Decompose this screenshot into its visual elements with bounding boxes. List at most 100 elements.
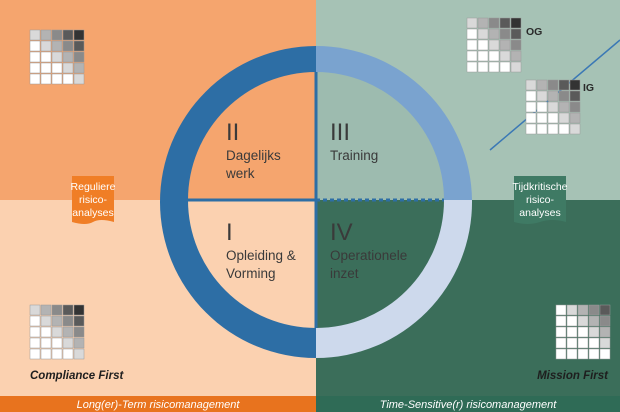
risk-matrix-cell [547, 123, 559, 135]
footer-left-label: Long(er)-Term risicomanagement [77, 399, 241, 411]
tag-right-line: Tijdkritische [512, 181, 567, 193]
risk-matrix-cell [510, 28, 522, 40]
risk-matrix-cell [566, 337, 578, 349]
risk-matrix-cell [62, 29, 74, 41]
footer-right-bar [316, 396, 620, 412]
risk-matrix-cell [569, 123, 581, 135]
risk-matrix-cell [577, 304, 589, 316]
risk-matrix-cell [558, 90, 570, 102]
risk-matrix-cell [73, 29, 85, 41]
risk-matrix-cell [73, 40, 85, 52]
risk-matrix-cell [73, 348, 85, 360]
risk-matrix-cell [51, 348, 63, 360]
footer-right-label: Time-Sensitive(r) risicomanagement [380, 399, 558, 411]
risk-matrix-cell [40, 73, 52, 85]
risk-matrix-cell [566, 304, 578, 316]
risk-matrix-cell [566, 326, 578, 338]
risk-matrix-cell [599, 337, 611, 349]
risk-matrix-cell [73, 51, 85, 63]
risk-matrix-cell [588, 304, 600, 316]
risk-matrix-cell [477, 39, 489, 51]
quadrant-label-line: Operationele [330, 248, 407, 263]
risk-matrix-cell [29, 29, 41, 41]
risk-matrix-cell [62, 337, 74, 349]
risk-matrix-cell [499, 28, 511, 40]
risk-matrix-cell [51, 337, 63, 349]
matrix-label-og: OG [526, 26, 542, 38]
risk-matrix-cell [62, 73, 74, 85]
corner-label-right: Mission First [537, 370, 609, 382]
risk-matrix-cell [40, 348, 52, 360]
risk-matrix-cell [569, 112, 581, 124]
risk-matrix-cell [577, 326, 589, 338]
risk-matrix-cell [599, 326, 611, 338]
risk-matrix-cell [555, 348, 567, 360]
risk-matrix-cell [51, 40, 63, 52]
risk-matrix-cell [547, 90, 559, 102]
risk-matrix-cell [62, 315, 74, 327]
risk-matrix-cell [558, 79, 570, 91]
risk-matrix-cell [566, 348, 578, 360]
risk-matrix-cell [555, 326, 567, 338]
risk-matrix-cell [499, 39, 511, 51]
risk-matrix-top-left [29, 29, 85, 85]
risk-matrix-cell [577, 337, 589, 349]
risk-matrix-cell [488, 28, 500, 40]
footer-left-bar [0, 396, 316, 412]
risk-matrix-cell [569, 101, 581, 113]
quadrant-lower-right [316, 200, 444, 328]
risk-matrix-bottom-left [29, 304, 85, 360]
risk-matrix-cell [73, 326, 85, 338]
tag-right-line: risico- [526, 194, 555, 206]
risk-matrix-cell [73, 337, 85, 349]
tag-right [514, 176, 566, 224]
risk-matrix-cell [569, 79, 581, 91]
risk-matrix-cell [466, 61, 478, 73]
risk-matrix-cell [488, 50, 500, 62]
risk-matrix-cell [558, 123, 570, 135]
risk-matrix-cell [477, 61, 489, 73]
risk-matrix-cell [555, 337, 567, 349]
risk-matrix-cell [62, 40, 74, 52]
risk-matrix-cell [29, 315, 41, 327]
risk-matrix-cell [488, 39, 500, 51]
tag-left-line: risico- [79, 194, 108, 206]
risk-matrix-cell [510, 61, 522, 73]
risk-matrix-cell [40, 29, 52, 41]
risk-matrix-cell [536, 101, 548, 113]
risk-matrix-cell [51, 29, 63, 41]
risk-matrix-cell [466, 17, 478, 29]
risk-matrix-cell [73, 73, 85, 85]
risk-matrix-cell [51, 73, 63, 85]
quadrant-label-line: Opleiding & [226, 248, 296, 263]
quadrant-lower-left [188, 200, 316, 328]
tag-right-line: analyses [519, 207, 560, 219]
tag-left-line: Reguliere [71, 181, 116, 193]
risk-matrix-cell [40, 337, 52, 349]
risk-matrix-cell [525, 79, 537, 91]
risk-matrix-cell [51, 51, 63, 63]
risk-matrix-cell [466, 28, 478, 40]
risk-matrix-cell [29, 326, 41, 338]
risk-matrix-cell [29, 62, 41, 74]
risk-matrix-cell [29, 337, 41, 349]
risk-matrix-cell [466, 50, 478, 62]
risk-matrix-cell [525, 123, 537, 135]
quadrant-upper-left [188, 72, 316, 200]
risk-matrix-cell [488, 61, 500, 73]
risk-matrix-cell [569, 90, 581, 102]
risk-matrix-cell [62, 62, 74, 74]
risk-matrix-cell [599, 304, 611, 316]
quadrant-numeral: II [226, 119, 239, 146]
risk-matrix-cell [588, 337, 600, 349]
risk-matrix-cell [577, 348, 589, 360]
risk-matrix-cell [51, 62, 63, 74]
risk-matrix-cell [588, 326, 600, 338]
risk-matrix-cell [547, 79, 559, 91]
risk-matrix-cell [29, 40, 41, 52]
risk-matrices [29, 17, 611, 360]
risk-matrix-cell [62, 348, 74, 360]
corner-label-left: Compliance First [30, 370, 124, 382]
quadrant-label-line: Training [330, 148, 378, 163]
